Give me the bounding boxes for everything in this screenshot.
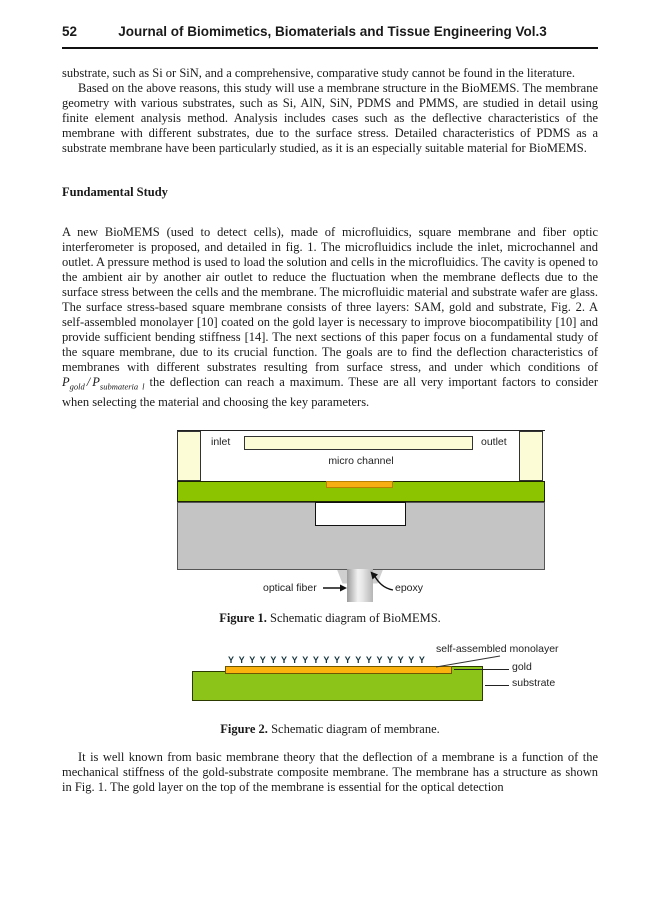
inlet-label: inlet [211,435,231,448]
inlet-column [177,430,201,481]
figure1-caption: Figure 1. Schematic diagram of BioMEMS. [62,611,598,626]
page-number: 52 [62,24,78,39]
figure2-caption-number: Figure 2. [220,721,268,736]
epoxy-label: epoxy [395,581,424,594]
journal-title: Journal of Biomimetics, Biomaterials and… [118,24,547,39]
arrow-curved-icon [370,571,394,591]
paragraph-membrane-theory: It is well known from basic membrane the… [62,749,598,794]
gold-layer [225,665,452,674]
substrate-layer [192,670,483,701]
page-header: 52 Journal of Biomimetics, Biomaterials … [62,0,598,49]
figure2-schematic-membrane: YYYYYYYYYYYYYYYYYYY self-assembled monol… [192,642,559,713]
device-top-edge [177,429,545,431]
math-symbol-p-sub: P [92,375,100,389]
gold-label: gold [512,660,532,673]
paragraph-intro: Based on the above reasons, this study w… [62,81,598,155]
section-heading: Fundamental Study [62,185,168,199]
cavity [315,501,406,526]
figure2-caption-text: Schematic diagram of membrane. [267,721,440,736]
substrate-pointer-line [485,684,509,686]
figure1-schematic-biomems: inlet outlet micro channel optical fiber… [177,429,545,602]
epoxy-right [373,569,383,584]
paragraph-text-after-math: the deflection can reach a maximum. Thes… [62,375,598,409]
arrow-right-icon [323,584,347,591]
math-symbol-p-gold: P [62,375,70,389]
outlet-label: outlet [481,435,507,448]
paragraph-fundamental: A new BioMEMS (used to detect cells), ma… [62,225,598,410]
paragraph-text-before-math: A new BioMEMS (used to detect cells), ma… [62,225,599,374]
micro-channel-ceiling [244,435,473,450]
figure1-caption-text: Schematic diagram of BioMEMS. [266,610,441,625]
outlet-column [519,430,543,481]
gold-pointer-line [454,668,509,670]
page-content: 52 Journal of Biomimetics, Biomaterials … [62,0,598,795]
sam-label: self-assembled monolayer [436,642,559,655]
micro-channel-label: micro channel [328,454,394,467]
figure1-caption-number: Figure 1. [219,610,267,625]
epoxy-left [337,569,347,584]
figure2-caption: Figure 2. Schematic diagram of membrane. [62,722,598,737]
math-subscript-gold: gold [69,381,85,392]
gold-layer [326,480,393,488]
optical-fiber [347,568,373,602]
math-subscript-submaterial: submateria l [99,381,145,392]
substrate-label: substrate [512,676,556,689]
sam-pointer-line [435,655,501,667]
optical-fiber-label: optical fiber [263,581,317,594]
sam-molecules: YYYYYYYYYYYYYYYYYYY [228,654,430,665]
paragraph-continuation: substrate, such as Si or SiN, and a comp… [62,66,576,80]
math-slash: / [86,375,91,389]
